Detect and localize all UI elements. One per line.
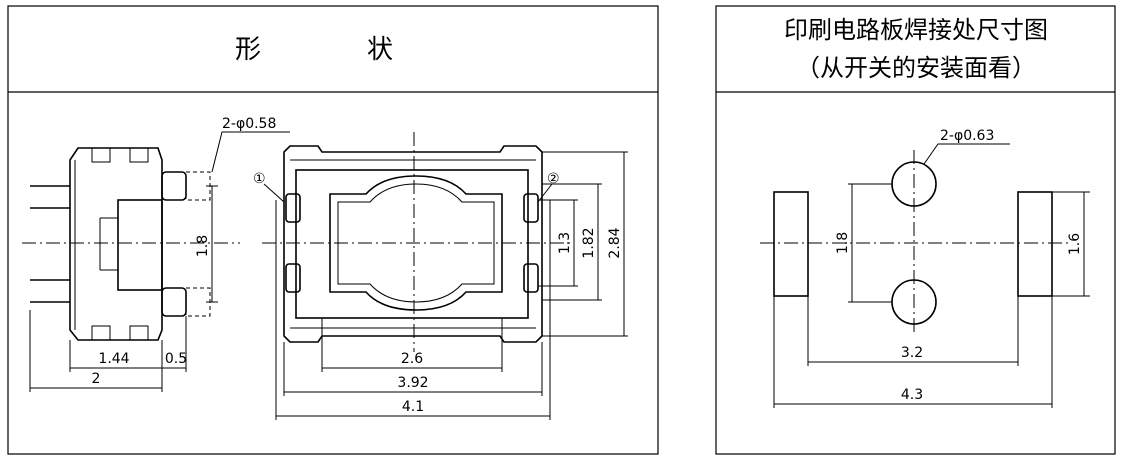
side-actuator xyxy=(117,199,163,291)
pcb-hole-leader xyxy=(923,143,1010,165)
pin2-marker: ② xyxy=(547,171,560,187)
pin2-leader xyxy=(537,183,553,203)
top-pad-right-top xyxy=(523,193,539,223)
top-pad-right-bottom xyxy=(523,263,539,293)
side-dim-stem: 0.5 xyxy=(165,351,187,367)
pcb-title: 印刷电路板焊接处尺寸图 xyxy=(784,16,1048,44)
side-post-top xyxy=(161,171,187,201)
pcb-pad-left xyxy=(773,191,809,297)
left-panel: 形 状 xyxy=(7,5,659,455)
side-bottom-notch-2 xyxy=(129,325,149,340)
top-dim-total-width: 4.1 xyxy=(402,399,424,415)
pin1-marker: ① xyxy=(253,171,266,187)
pcb-dim-outer-span: 4.3 xyxy=(901,387,923,403)
top-pad-left-top xyxy=(285,193,301,223)
top-inner-frame xyxy=(295,169,529,319)
side-dim-total: 2 xyxy=(92,371,101,387)
side-post-bottom xyxy=(161,287,187,317)
pcb-hole-callout: 2-φ0.63 xyxy=(940,128,994,144)
pin1-leader xyxy=(263,183,285,203)
pcb-pad-right xyxy=(1017,191,1053,297)
top-dim-inner-height: 1.82 xyxy=(581,227,597,258)
right-panel-frame xyxy=(715,5,1116,455)
shape-title-part1: 形 xyxy=(235,35,261,65)
top-dim-pad-height: 1.3 xyxy=(557,232,573,254)
side-hole-leader xyxy=(211,131,290,173)
top-actuator-outer xyxy=(329,175,503,311)
side-dim-body: 1.44 xyxy=(98,351,129,367)
left-panel-frame xyxy=(7,5,659,455)
top-actuator-inner xyxy=(337,183,495,303)
pcb-dim-pad-height: 1.6 xyxy=(1067,233,1083,255)
side-hole-callout: 2-φ0.58 xyxy=(222,116,276,132)
side-body-outline xyxy=(69,147,163,341)
side-top-notch xyxy=(91,148,111,163)
pcb-dim-inner-span: 3.2 xyxy=(901,345,923,361)
side-top-notch-2 xyxy=(129,148,149,163)
top-view: ① ② 1.3 1.82 2.84 2.6 3.92 4.1 xyxy=(253,132,628,420)
top-dim-outer-height: 2.84 xyxy=(607,227,623,258)
pcb-subtitle: （从开关的安装面看） xyxy=(796,54,1036,82)
top-pad-left-bottom xyxy=(285,263,301,293)
side-bottom-notch xyxy=(91,325,111,340)
right-panel: 印刷电路板焊接处尺寸图 （从开关的安装面看） 2-φ0.63 1.8 1.6 3… xyxy=(715,5,1116,455)
top-dim-inner-width: 2.6 xyxy=(401,351,423,367)
pcb-dim-hole-pitch: 1.8 xyxy=(835,232,851,254)
side-actuator-inner xyxy=(99,217,118,271)
shape-title-part2: 状 xyxy=(367,35,393,65)
side-dim-vertical: 1.8 xyxy=(195,235,211,257)
top-dim-body-width: 3.92 xyxy=(397,375,428,391)
side-view: 2-φ0.58 1.8 1.44 0.5 2 xyxy=(22,116,290,392)
